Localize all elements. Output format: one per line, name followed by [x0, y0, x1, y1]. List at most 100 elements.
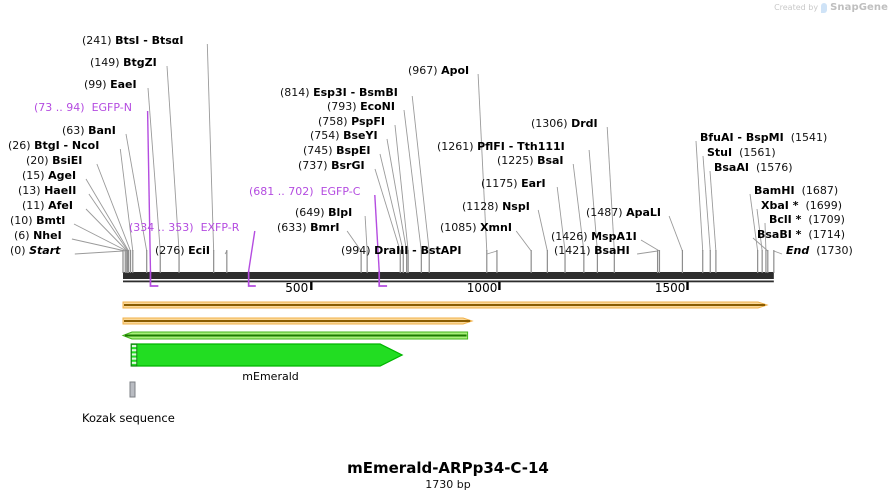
enzyme-label-bani[interactable]: (63) BanI	[62, 125, 116, 137]
enzyme-position: (11)	[22, 199, 45, 212]
feature-track-2[interactable]	[121, 331, 469, 340]
enzyme-label-xmni[interactable]: (1085) XmnI	[440, 222, 512, 234]
enzyme-label-bcli-[interactable]: BclI * (1709)	[769, 214, 845, 226]
enzyme-name: BsaAI	[714, 161, 749, 174]
plasmid-length: 1730 bp	[425, 478, 471, 491]
enzyme-label-nspi[interactable]: (1128) NspI	[462, 201, 530, 213]
enzyme-label-haeii[interactable]: (13) HaeII	[18, 185, 76, 197]
enzyme-label-nhei[interactable]: (6) NheI	[14, 230, 62, 242]
enzyme-label-bmri[interactable]: (633) BmrI	[277, 222, 339, 234]
enzyme-position: (1714)	[808, 228, 845, 241]
enzyme-position: (149)	[90, 56, 120, 69]
enzyme-name: BclI *	[769, 213, 802, 226]
enzyme-name: NspI	[502, 200, 530, 213]
primer-range: (334 .. 353)	[129, 221, 194, 234]
enzyme-label-drdi[interactable]: (1306) DrdI	[531, 118, 598, 130]
enzyme-label-bsiei[interactable]: (20) BsiEI	[26, 155, 82, 167]
enzyme-name: BamHI	[754, 184, 795, 197]
watermark-prefix: Created by	[774, 3, 819, 12]
feature-track-0[interactable]	[122, 301, 769, 309]
enzyme-name: BsaI	[537, 154, 564, 167]
enzyme-label-end[interactable]: End (1730)	[786, 245, 853, 257]
enzyme-label-xbai-[interactable]: XbaI * (1699)	[761, 200, 842, 212]
enzyme-label-eari[interactable]: (1175) EarI	[481, 178, 546, 190]
enzyme-label-bamhi[interactable]: BamHI (1687)	[754, 185, 838, 197]
primer-label-egfp-c[interactable]: (681 .. 702) EGFP-C	[249, 186, 360, 198]
primer-name: EGFP-C	[320, 185, 361, 198]
feature-memerald[interactable]	[130, 343, 404, 367]
enzyme-label-agei[interactable]: (15) AgeI	[22, 170, 76, 182]
enzyme-name: XmnI	[480, 221, 512, 234]
feature-name-label: mEmerald	[242, 370, 299, 383]
enzyme-label-apali[interactable]: (1487) ApaLI	[586, 207, 661, 219]
enzyme-label-bfuai-bspmi[interactable]: BfuAI - BspMI (1541)	[700, 132, 827, 144]
enzyme-label-apoi[interactable]: (967) ApoI	[408, 65, 469, 77]
enzyme-position: (1261)	[437, 140, 474, 153]
enzyme-position: (737)	[298, 159, 328, 172]
enzyme-position: (1699)	[805, 199, 843, 212]
enzyme-label-mspa1i[interactable]: (1426) MspA1I	[551, 231, 637, 243]
enzyme-position: (1175)	[481, 177, 518, 190]
label-leader-lines	[71, 43, 783, 255]
enzyme-label-afei[interactable]: (11) AfeI	[22, 200, 73, 212]
enzyme-name: AgeI	[48, 169, 77, 182]
enzyme-name: XbaI *	[761, 199, 799, 212]
primer-name: EGFP-N	[91, 101, 132, 114]
primer-label-exfp-r[interactable]: (334 .. 353) EXFP-R	[129, 222, 239, 234]
enzyme-name: AfeI	[48, 199, 73, 212]
kozak-marker[interactable]	[129, 381, 136, 398]
enzyme-label-bsabi-[interactable]: BsaBI * (1714)	[757, 229, 845, 241]
enzyme-position: (1128)	[462, 200, 499, 213]
enzyme-position: (10)	[10, 214, 33, 227]
enzyme-label-bseyi[interactable]: (754) BseYI	[310, 130, 378, 142]
enzyme-name: BsiEI	[52, 154, 83, 167]
enzyme-label-ecii[interactable]: (276) EciI	[155, 245, 210, 257]
enzyme-label-stui[interactable]: StuI (1561)	[707, 147, 776, 159]
enzyme-position: (1576)	[755, 161, 793, 174]
enzyme-label-bsahi[interactable]: (1421) BsaHI	[554, 245, 630, 257]
enzyme-label-start[interactable]: (0) Start	[10, 245, 60, 257]
enzyme-label-pflfi-tth111i[interactable]: (1261) PflFI - Tth111I	[437, 141, 565, 153]
primer-markers	[146, 110, 388, 287]
enzyme-name: BanI	[88, 124, 116, 137]
enzyme-name: BlpI	[328, 206, 353, 219]
enzyme-position: (6)	[14, 229, 30, 242]
enzyme-name: PflFI - Tth111I	[477, 140, 565, 153]
snapgene-logo-icon	[821, 2, 828, 13]
enzyme-label-blpi[interactable]: (649) BlpI	[295, 207, 352, 219]
enzyme-label-bmti[interactable]: (10) BmtI	[10, 215, 65, 227]
enzyme-label-econi[interactable]: (793) EcoNI	[327, 101, 395, 113]
enzyme-name: BseYI	[343, 129, 378, 142]
enzyme-name: Start	[29, 244, 61, 257]
feature-track-1[interactable]	[122, 317, 474, 325]
enzyme-label-draiii-bstapi[interactable]: (994) DraIII - BstAPI	[341, 245, 461, 257]
primer-label-egfp-n[interactable]: (73 .. 94) EGFP-N	[34, 102, 132, 114]
enzyme-label-btsi-bts-i[interactable]: (241) BtsI - BtsαI	[82, 35, 183, 47]
primer-name: EXFP-R	[200, 221, 240, 234]
enzyme-label-eaei[interactable]: (99) EaeI	[84, 79, 137, 91]
page-title: mEmerald-ARPp34-C-14	[347, 459, 549, 477]
enzyme-name: BtsI - BtsαI	[115, 34, 184, 47]
enzyme-position: (276)	[155, 244, 185, 257]
enzyme-name: BtgI - NcoI	[34, 139, 100, 152]
enzyme-name: End	[786, 244, 810, 257]
enzyme-label-esp3i-bsmbi[interactable]: (814) Esp3I - BsmBI	[280, 87, 398, 99]
enzyme-label-bsai[interactable]: (1225) BsaI	[497, 155, 564, 167]
enzyme-name: ApoI	[441, 64, 470, 77]
enzyme-position: (967)	[408, 64, 438, 77]
enzyme-position: (1687)	[801, 184, 839, 197]
enzyme-label-btgi-ncoi[interactable]: (26) BtgI - NcoI	[8, 140, 99, 152]
enzyme-name: EciI	[188, 244, 210, 257]
enzyme-label-pspfi[interactable]: (758) PspFI	[318, 116, 385, 128]
enzyme-position: (1085)	[440, 221, 477, 234]
enzyme-position: (994)	[341, 244, 371, 257]
enzyme-label-bsaai[interactable]: BsaAI (1576)	[714, 162, 793, 174]
enzyme-label-btgzi[interactable]: (149) BtgZI	[90, 57, 157, 69]
enzyme-name: MspA1I	[591, 230, 637, 243]
enzyme-position: (745)	[303, 144, 333, 157]
enzyme-label-bsrgi[interactable]: (737) BsrGI	[298, 160, 365, 172]
enzyme-position: (0)	[10, 244, 26, 257]
enzyme-position: (793)	[327, 100, 357, 113]
enzyme-name: Esp3I - BsmBI	[313, 86, 398, 99]
enzyme-label-bspei[interactable]: (745) BspEI	[303, 145, 371, 157]
